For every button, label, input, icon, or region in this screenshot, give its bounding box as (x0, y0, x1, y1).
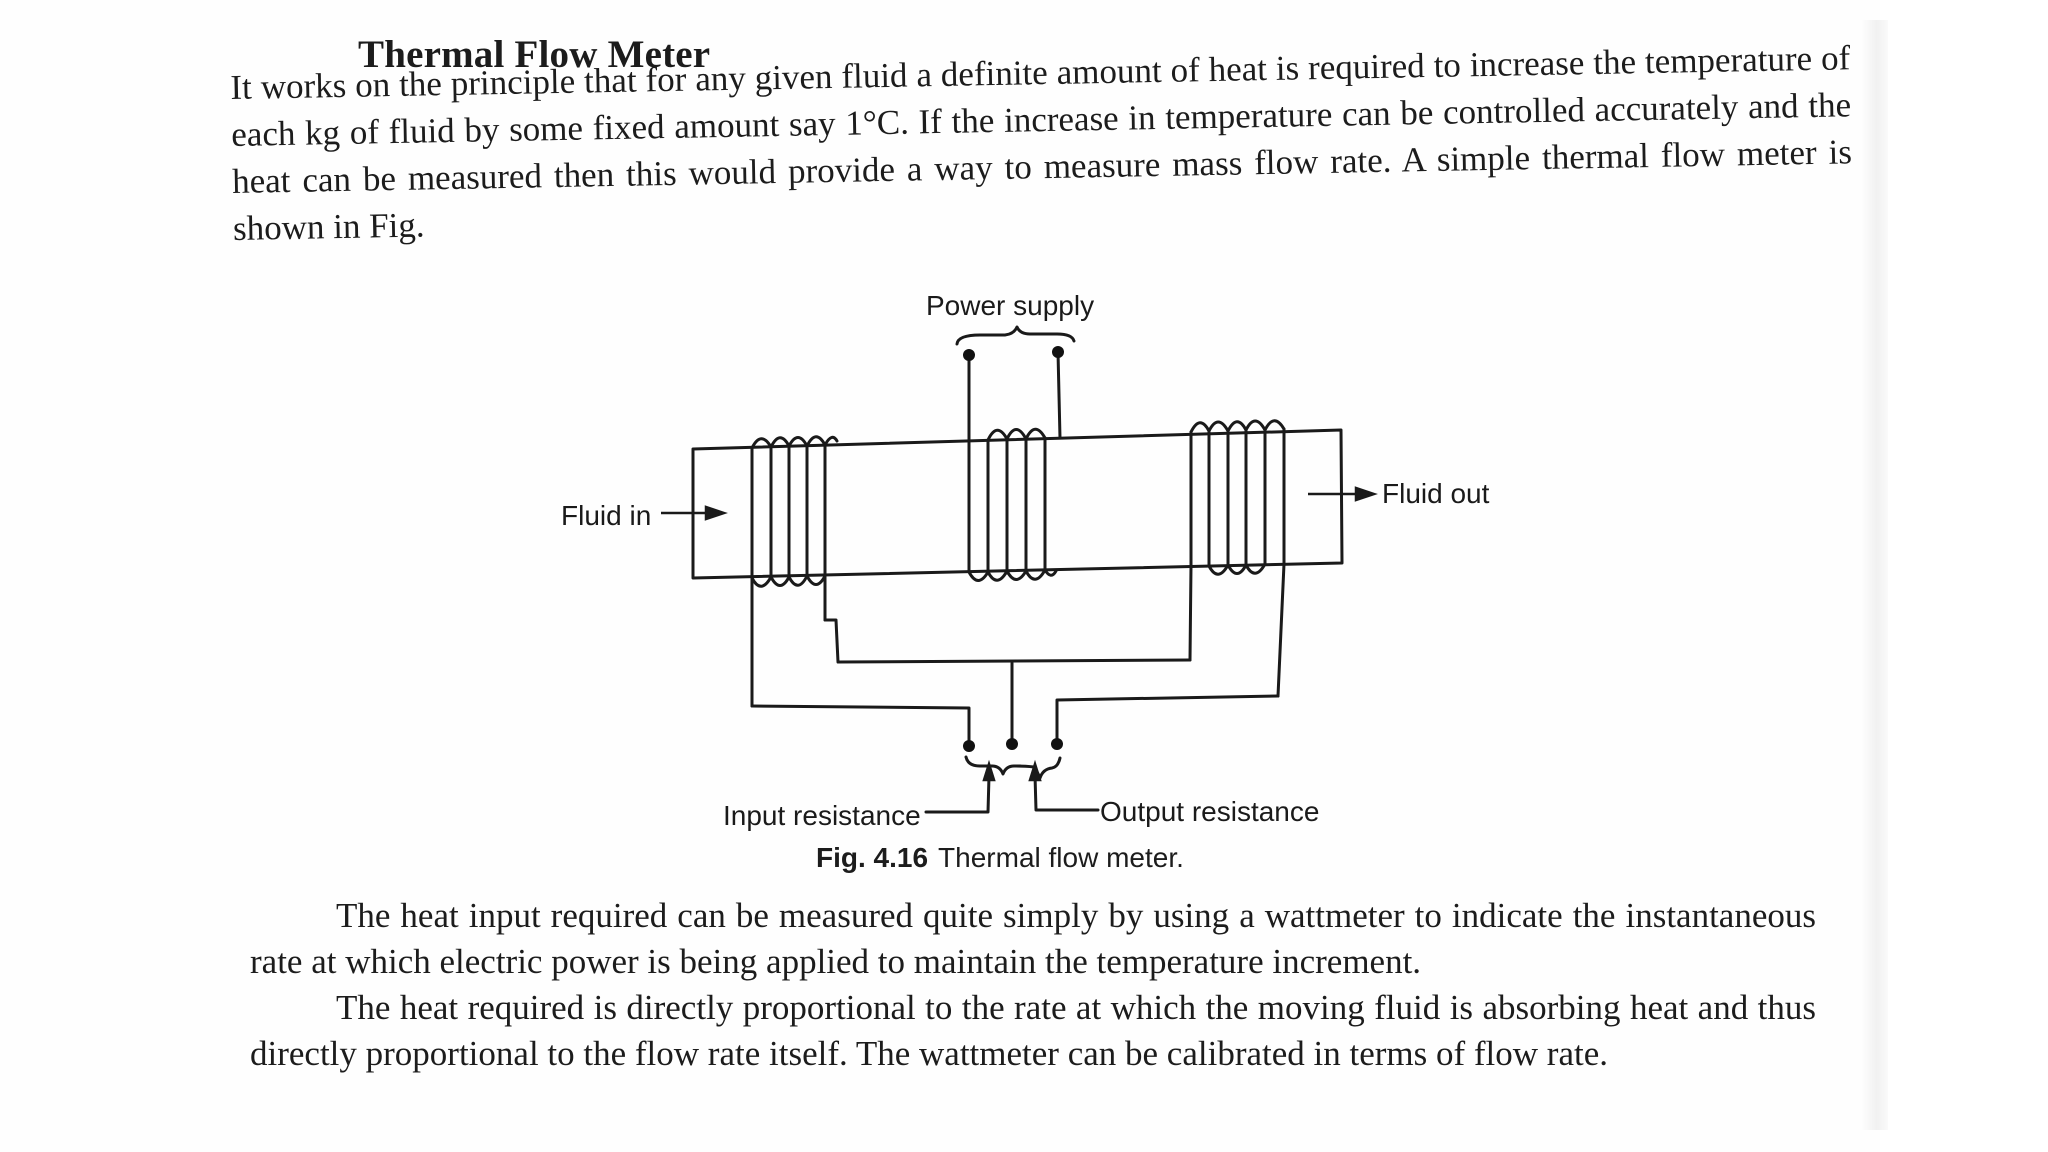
resistance-terminal-right (1051, 738, 1063, 750)
power-supply-brace (955, 325, 1076, 346)
heater-coil (967, 350, 1062, 582)
resistance-wiring (750, 618, 1280, 748)
body-text: The heat input required can be measured … (250, 893, 1816, 1077)
pipe-outline (691, 428, 1344, 580)
output-resistance-arrowhead (1028, 759, 1042, 782)
upstream-coil (750, 435, 839, 708)
page-edge-shadow (1860, 20, 1888, 1130)
output-resistance-leader (1033, 773, 1100, 812)
body-paragraph: The heat required is directly proportion… (250, 988, 1816, 1073)
body-paragraph: The heat input required can be measured … (250, 896, 1816, 981)
output-resistance-label: Output resistance (1100, 796, 1320, 827)
power-supply-label: Power supply (926, 290, 1095, 321)
input-resistance-leader (924, 774, 991, 814)
fluid-out-arrowhead (1354, 486, 1378, 502)
downstream-coil (1188, 419, 1286, 698)
figure-number: Fig. 4.16 (816, 842, 929, 873)
power-terminal-right (1052, 346, 1064, 358)
figure-caption-text: Thermal flow meter. (938, 842, 1184, 873)
resistance-terminal-common (1006, 738, 1018, 750)
input-resistance-brace (964, 755, 1022, 776)
fluid-out-label: Fluid out (1382, 478, 1490, 509)
terminals (963, 346, 1064, 752)
input-resistance-label: Input resistance (723, 800, 921, 831)
fluid-in-label: Fluid in (561, 500, 652, 531)
thermal-flow-meter-diagram (661, 325, 1378, 814)
resistance-terminal-left (963, 740, 975, 752)
input-resistance-arrowhead (982, 759, 996, 782)
fluid-in-arrowhead (704, 505, 728, 521)
section-heading: Thermal Flow Meter (358, 33, 711, 76)
power-terminal-left (963, 349, 975, 361)
page-sheet (0, 0, 1880, 1152)
figure-caption: Fig. 4.16 Thermal flow meter. (816, 842, 1184, 874)
